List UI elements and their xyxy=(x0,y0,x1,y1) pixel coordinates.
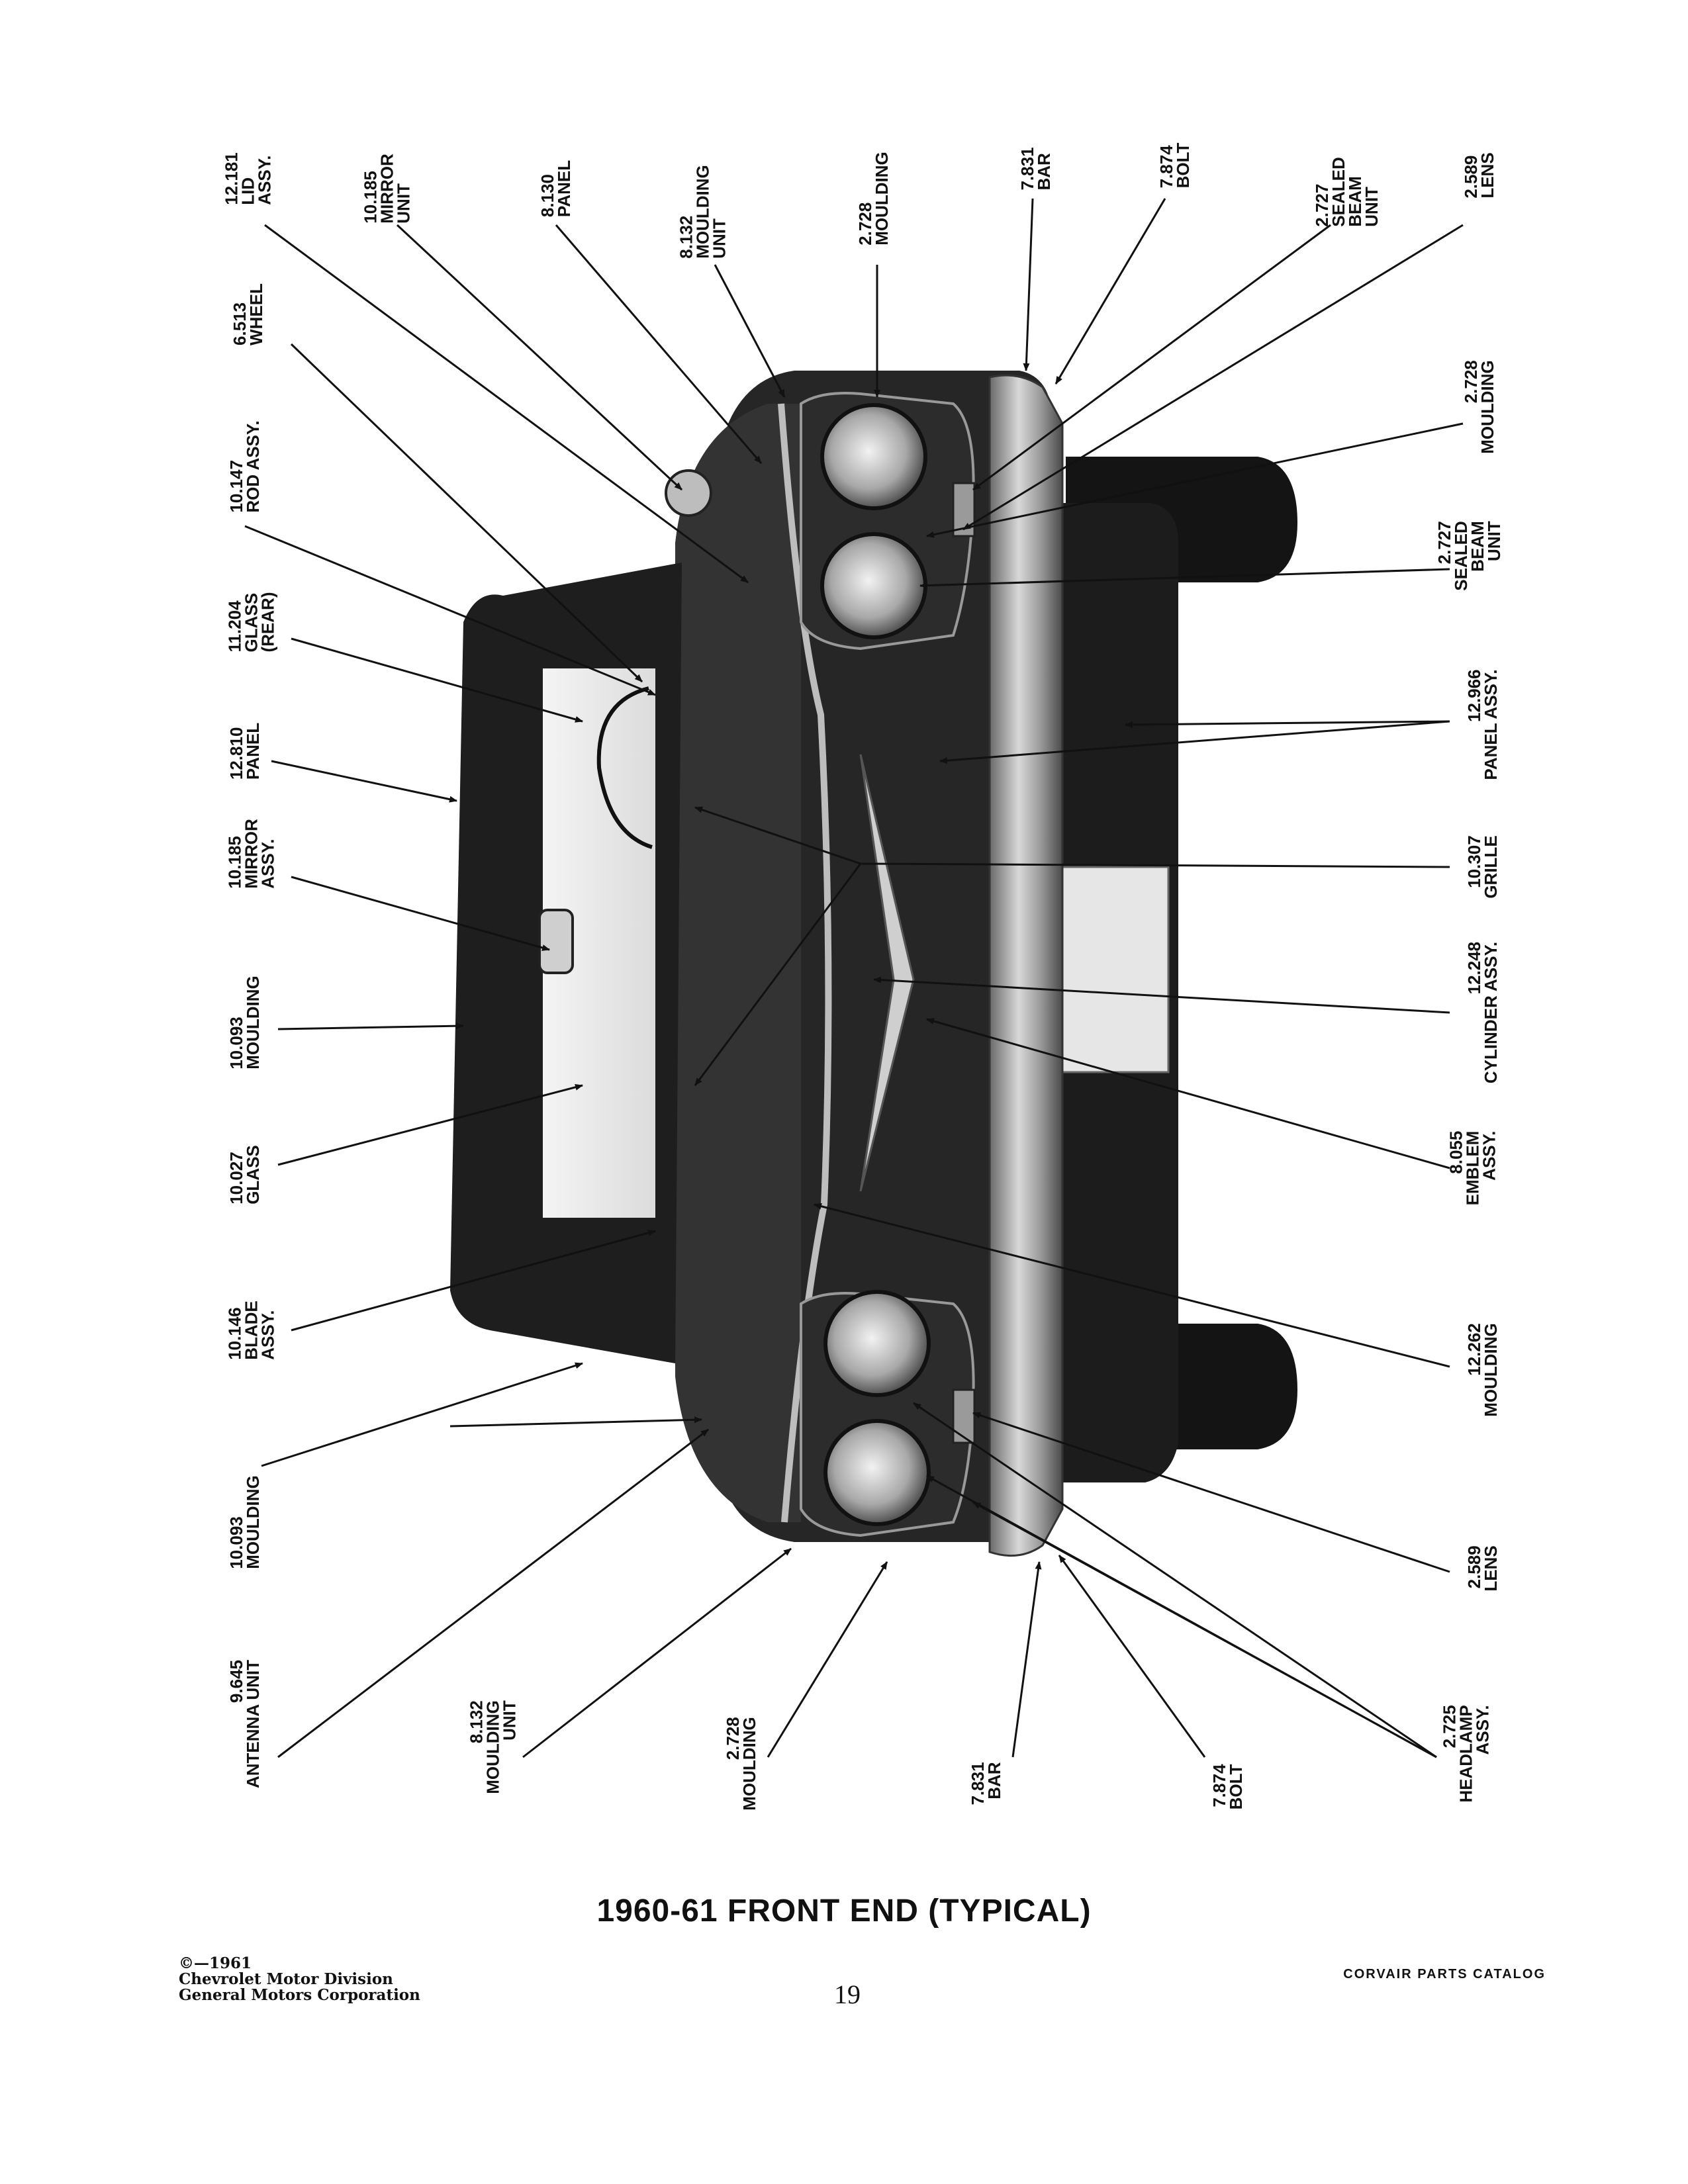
catalog-name: CORVAIR PARTS CATALOG xyxy=(1343,1967,1546,1981)
front-end-diagram xyxy=(244,198,1464,1758)
figure-caption: 1960-61 FRONT END (TYPICAL) xyxy=(596,1893,1092,1929)
wiper-arc xyxy=(596,686,653,849)
headlamp-bottom-outer xyxy=(823,1419,931,1526)
copyright-notice: ©—1961 Chevrolet Motor Division General … xyxy=(179,1956,420,2003)
parking-lens-bottom xyxy=(952,1388,976,1444)
page-number: 19 xyxy=(834,1979,861,2009)
license-plate xyxy=(1051,866,1170,1073)
outside-mirror xyxy=(665,469,712,517)
headlamp-top-inner xyxy=(820,532,927,639)
interior-mirror xyxy=(538,909,574,974)
copyright-line: General Motors Corporation xyxy=(179,1986,420,2004)
car-illustration xyxy=(450,371,1297,1557)
windshield-glass xyxy=(543,668,655,1218)
leader-lines xyxy=(244,198,1464,1758)
copyright-line: ©—1961 xyxy=(179,1954,252,1972)
copyright-line: Chevrolet Motor Division xyxy=(179,1970,393,1988)
emblem xyxy=(859,754,915,1192)
chrome-bumper xyxy=(988,374,1064,1557)
hood xyxy=(675,404,801,1522)
headlamp-bottom-inner xyxy=(823,1290,931,1397)
headlamp-top-outer xyxy=(820,403,927,510)
